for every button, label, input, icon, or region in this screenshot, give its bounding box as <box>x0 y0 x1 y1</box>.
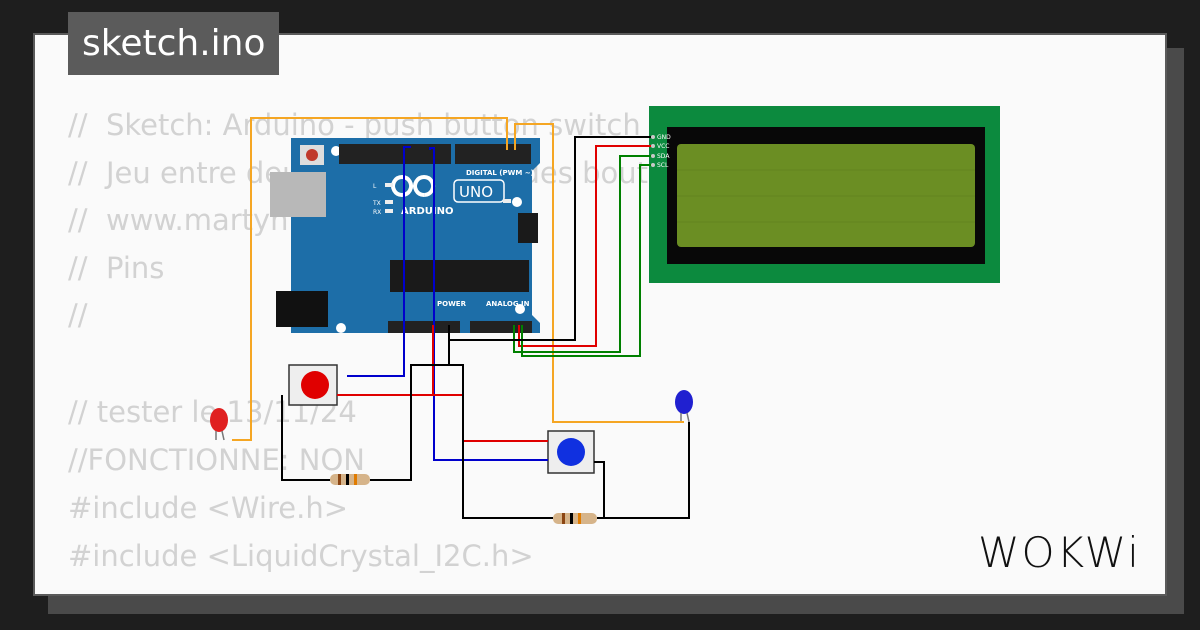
digital-label: DIGITAL (PWM ~) <box>466 169 534 177</box>
lcd-pin-gnd: GND <box>657 134 671 141</box>
analog-label: ANALOG IN <box>486 300 530 308</box>
wires <box>232 117 690 519</box>
code-line: #include <Wire.h> <box>68 491 349 525</box>
tx-led-label: TX <box>372 200 381 207</box>
led-blue[interactable] <box>675 390 693 423</box>
rx-led-label: RX <box>373 209 381 216</box>
arduino-infinity-icon <box>391 175 436 197</box>
sketch-filename: sketch.ino <box>68 12 280 75</box>
analog-header <box>470 321 532 333</box>
lcd-pin-sda: SDA <box>657 153 670 160</box>
power-jack <box>276 291 328 327</box>
code-line: // Sketch: Arduino - push button switch <box>68 108 641 142</box>
usb-port <box>270 172 326 217</box>
lcd-pin-vcc: VCC <box>657 143 669 150</box>
arduino-brand: ARDUINO <box>401 206 453 217</box>
on-label: ON <box>512 199 521 206</box>
resistor-2[interactable] <box>553 513 597 524</box>
arduino-uno-board[interactable]: ARDUINO UNO DIGITAL (PWM ~) POWER ANALOG… <box>270 138 540 333</box>
l-led-label: L <box>373 183 377 190</box>
resistor-1[interactable] <box>330 474 370 485</box>
code-line: //FONCTIONNE: NON <box>68 443 365 477</box>
push-button-blue[interactable] <box>547 430 595 474</box>
power-header <box>388 321 460 333</box>
atmega-chip <box>390 260 529 292</box>
led-red[interactable] <box>210 408 228 441</box>
code-line: // Pins <box>68 251 165 285</box>
arduino-model: UNO <box>459 183 493 201</box>
code-line: #include <LiquidCrystal_I2C.h> <box>68 539 534 573</box>
push-button-red[interactable] <box>288 364 338 406</box>
reset-button[interactable] <box>306 149 318 161</box>
wokwi-logo: WOKWi <box>978 528 1141 577</box>
power-label: POWER <box>437 300 467 308</box>
icsp-header <box>518 213 538 243</box>
digital-header-left <box>339 144 451 164</box>
lcd-pin-scl: SCL <box>657 162 669 169</box>
code-line: // www.martyn <box>68 203 289 237</box>
code-line: // <box>68 298 88 332</box>
digital-header-right <box>455 144 531 164</box>
lcd-display[interactable]: GND VCC SDA SCL <box>649 106 1000 283</box>
